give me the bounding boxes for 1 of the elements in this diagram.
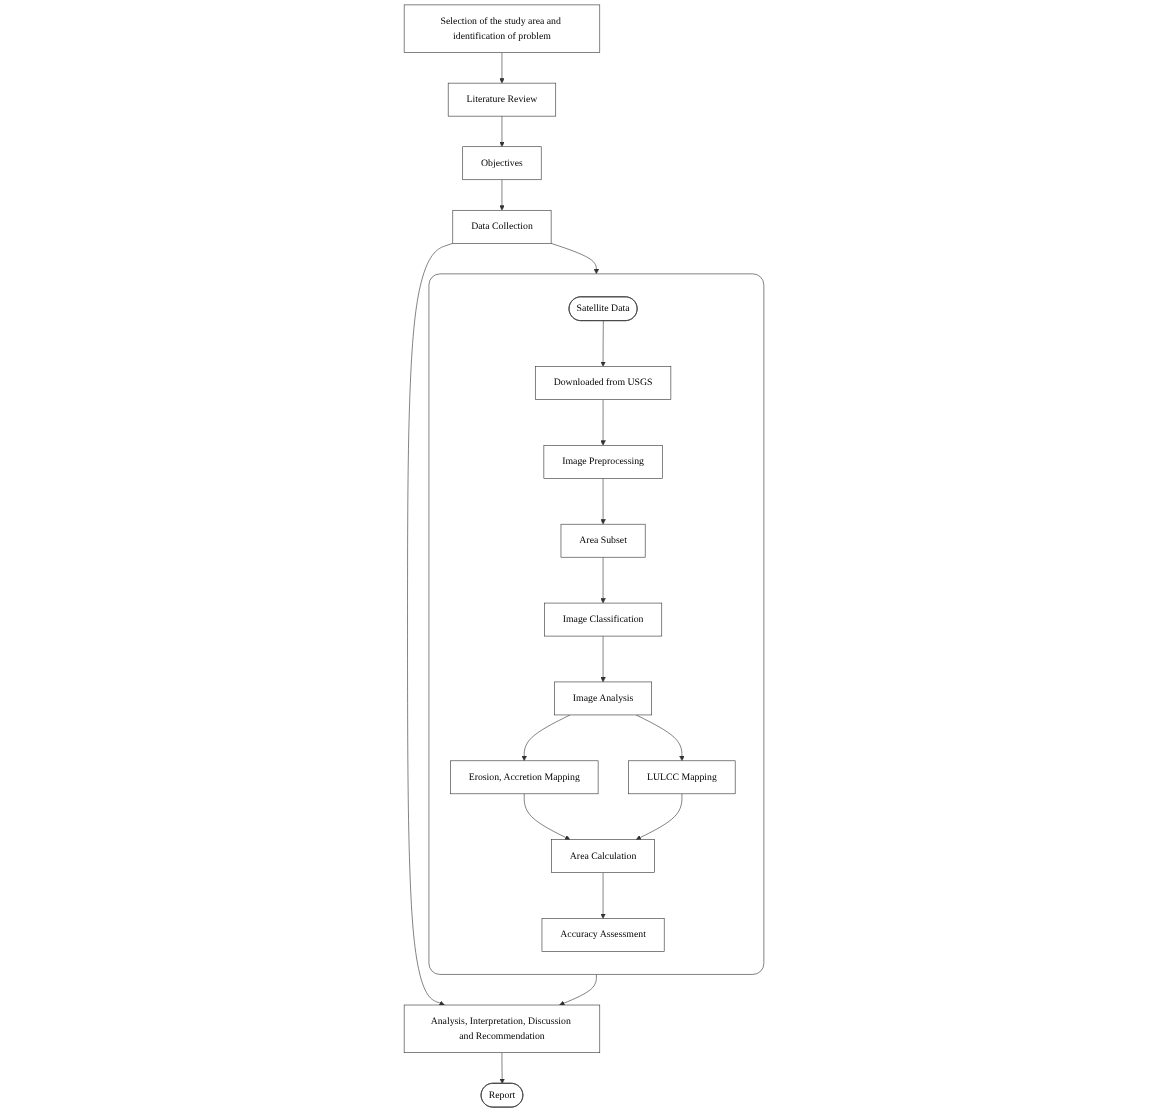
cluster xyxy=(428,273,765,975)
